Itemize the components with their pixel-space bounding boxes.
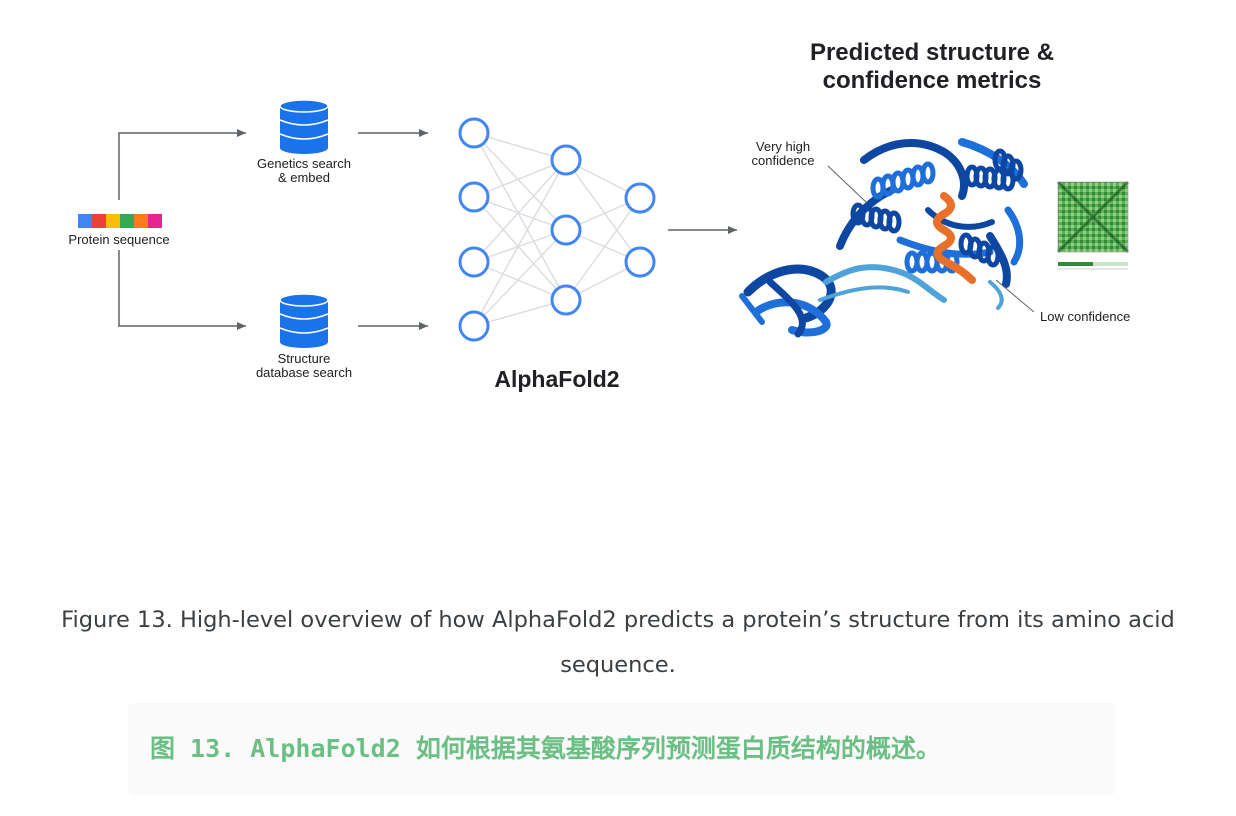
network-node — [458, 117, 490, 149]
genetics-search-label-line2: & embed — [278, 170, 330, 185]
structure-search-label-line2: database search — [256, 365, 352, 380]
network-node — [458, 246, 490, 278]
neural-network-icon — [458, 117, 656, 342]
network-node — [624, 246, 656, 278]
sequence-residue — [78, 214, 92, 228]
genetics-database-icon — [279, 99, 329, 154]
network-node — [458, 310, 490, 342]
sequence-residue — [120, 214, 134, 228]
protein-structure-image — [739, 138, 1035, 338]
branch-arrows — [118, 129, 737, 330]
output-title-line2: confidence metrics — [823, 67, 1042, 94]
low-confidence-label: Low confidence — [1040, 309, 1130, 324]
low-confidence-segment — [933, 192, 976, 284]
alphafold-diagram: Predicted structure & confidence metrics… — [68, 39, 1130, 392]
figure-caption-english: Figure 13. High-level overview of how Al… — [61, 607, 1175, 678]
sequence-residue — [106, 214, 120, 228]
very-high-confidence-label-line2: confidence — [752, 153, 815, 168]
network-node — [550, 144, 582, 176]
confidence-matrix-image — [1056, 180, 1130, 270]
sequence-residue — [148, 214, 162, 228]
genetics-search-label-line1: Genetics search — [257, 156, 351, 171]
network-node — [458, 181, 490, 213]
network-node — [624, 182, 656, 214]
output-title-line1: Predicted structure & — [810, 39, 1054, 66]
structure-search-label-line1: Structure — [278, 351, 331, 366]
network-node — [550, 284, 582, 316]
network-nodes — [458, 117, 656, 342]
protein-sequence-label: Protein sequence — [68, 232, 169, 247]
protein-sequence-bar — [78, 214, 162, 228]
figure-caption-chinese: 图 13. AlphaFold2 如何根据其氨基酸序列预测蛋白质结构的概述。 — [150, 734, 941, 763]
structure-database-icon — [279, 293, 329, 348]
chinese-caption-box: 图 13. AlphaFold2 如何根据其氨基酸序列预测蛋白质结构的概述。 — [128, 703, 1116, 795]
very-high-confidence-label-line1: Very high — [756, 139, 810, 154]
alphafold2-label: AlphaFold2 — [494, 366, 619, 392]
sequence-residue — [92, 214, 106, 228]
network-node — [550, 214, 582, 246]
sequence-residue — [134, 214, 148, 228]
